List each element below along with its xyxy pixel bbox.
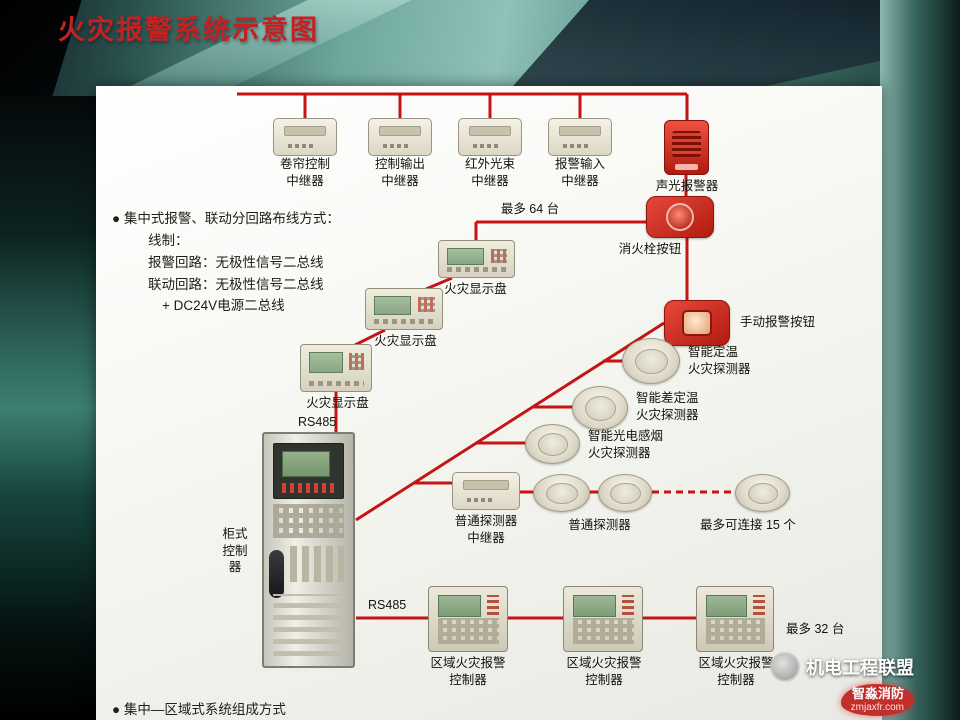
button-grid <box>438 618 499 644</box>
lcd-screen <box>282 451 330 477</box>
bg-right-band <box>880 0 960 720</box>
label-sound-light: 声光报警器 <box>655 179 719 193</box>
watermark: 机电工程联盟 智淼消防 zmjaxfr.com <box>770 652 914 716</box>
zone-controller-3 <box>696 586 774 652</box>
note-bullet-2: ● 集中—区域式系统组成方式 <box>112 702 286 717</box>
watermark-union-text: 机电工程联盟 <box>806 658 914 679</box>
ordinary-detector-repeater-device <box>452 472 520 510</box>
fire-display-panel-3 <box>300 344 372 392</box>
label-max-64: 最多 64 台 <box>500 202 560 216</box>
diff-temp-detector-device <box>572 386 628 430</box>
label-alarm-in-repeater: 报警输入 中继器 <box>554 157 605 188</box>
vent-grille <box>273 594 344 656</box>
watermark-site-text: zmjaxfr.com <box>850 702 904 713</box>
button-grid <box>573 618 634 644</box>
key-pad <box>348 353 364 371</box>
lcd-screen <box>309 352 344 374</box>
page-title: 火灾报警系统示意图 <box>58 15 319 45</box>
watermark-brand-text: 智淼消防 <box>851 686 904 702</box>
label-display-1: 火灾显示盘 <box>444 282 507 296</box>
ordinary-detector-2 <box>598 474 652 512</box>
button-strip <box>309 381 364 386</box>
note-linkage-loop: 联动回路：无极性信号二总线 <box>148 276 324 292</box>
zone-controller-2 <box>563 586 643 652</box>
label-max-15: 最多可连接 15 个 <box>700 518 796 532</box>
lcd-screen <box>374 296 411 315</box>
lcd-screen <box>438 595 481 617</box>
sound-light-alarm-device <box>664 120 709 175</box>
label-manual-button: 手动报警按钮 <box>740 315 816 329</box>
led-column <box>487 595 499 615</box>
label-max-32: 最多 32 台 <box>786 622 845 636</box>
led-column <box>622 595 634 615</box>
watermark-logo-icon <box>770 652 800 683</box>
label-rs485-bottom: RS485 <box>368 598 407 612</box>
ordinary-detector-n <box>735 474 790 512</box>
zone-controller-1 <box>428 586 508 652</box>
cabinet-controller-device <box>262 432 355 668</box>
key-pad <box>418 297 435 313</box>
bg-left-band <box>0 96 96 720</box>
lcd-screen <box>573 595 616 617</box>
lcd-screen <box>447 248 484 266</box>
button-grid <box>273 504 344 538</box>
label-output-repeater: 控制输出 中继器 <box>374 157 425 188</box>
led-column <box>753 595 765 615</box>
cabinet-display <box>273 443 344 499</box>
label-display-2: 火灾显示盘 <box>374 334 437 348</box>
label-ordinary-repeater: 普通探测器 中继器 <box>454 514 518 545</box>
key-pad <box>490 249 507 263</box>
button-strip <box>447 267 507 272</box>
fixed-temp-detector-device <box>622 338 680 384</box>
wiring-notes: ● 集中式报警、联动分回路布线方式： 线制： 报警回路：无极性信号二总线 联动回… <box>112 208 340 317</box>
label-photo-smoke: 智能光电感烟 火灾探测器 <box>588 429 664 460</box>
watermark-brand-badge: 智淼消防 zmjaxfr.com <box>840 684 914 716</box>
label-zone-1: 区域火灾报警 控制器 <box>430 656 506 687</box>
hydrant-button-device <box>646 196 714 238</box>
roller-control-repeater-device <box>273 118 337 156</box>
label-fixed-temp: 智能定温 火灾探测器 <box>688 345 751 376</box>
label-ordinary-detector: 普通探测器 <box>568 518 631 532</box>
note-dc24v: + DC24V电源二总线 <box>162 298 285 314</box>
photo-smoke-detector-device <box>525 424 580 464</box>
label-rs485-top: RS485 <box>298 415 337 429</box>
label-zone-2: 区域火灾报警 控制器 <box>566 656 642 687</box>
ordinary-detector-1 <box>533 474 590 512</box>
alarm-input-repeater-device <box>548 118 612 156</box>
button-strip <box>374 319 435 324</box>
note-bullet-1: ● 集中式报警、联动分回路布线方式： <box>112 211 340 226</box>
label-hydrant-button: 消火栓按钮 <box>618 242 682 256</box>
label-display-3: 火灾显示盘 <box>306 396 369 410</box>
ir-beam-repeater-device <box>458 118 522 156</box>
label-cabinet: 柜式 控制 器 <box>222 527 248 574</box>
label-zone-3: 区域火灾报警 控制器 <box>698 656 774 687</box>
led-row <box>282 483 335 493</box>
fire-display-panel-1 <box>438 240 515 278</box>
note-line-type: 线制： <box>148 232 189 248</box>
phone-handset-icon <box>269 550 284 598</box>
switch-panel <box>290 546 344 582</box>
label-beam-repeater: 红外光束 中继器 <box>464 157 515 188</box>
label-diff-temp: 智能差定温 火灾探测器 <box>636 391 699 422</box>
label-roller-repeater: 卷帘控制 中继器 <box>279 157 330 188</box>
control-output-repeater-device <box>368 118 432 156</box>
button-grid <box>706 618 765 644</box>
note-alarm-loop: 报警回路：无极性信号二总线 <box>148 254 324 270</box>
manual-alarm-button-device <box>664 300 730 346</box>
lcd-screen <box>706 595 747 617</box>
